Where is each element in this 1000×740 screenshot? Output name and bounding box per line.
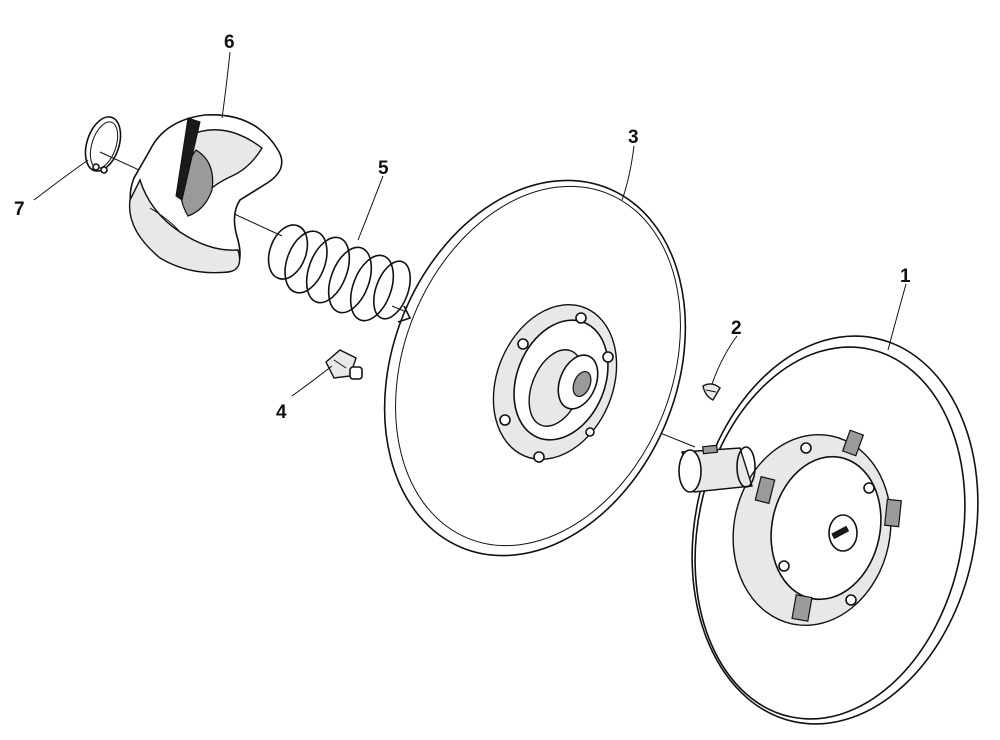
fixed-sheave-part-1	[678, 335, 979, 725]
leader-line-7	[33, 159, 89, 201]
label-part-2: 2	[731, 318, 742, 339]
label-part-1: 1	[900, 266, 911, 287]
label-part-6: 6	[224, 32, 235, 53]
label-part-5: 5	[378, 158, 389, 179]
label-part-3: 3	[628, 127, 639, 148]
leader-line-5	[357, 175, 384, 241]
button-part-4	[325, 349, 363, 380]
label-part-4: 4	[276, 402, 287, 423]
movable-sheave-part-3	[383, 179, 687, 557]
label-part-7: 7	[14, 199, 25, 220]
leader-line-1	[887, 283, 907, 351]
part-labels: 1 2 3 4 5 6 7	[14, 32, 911, 423]
leader-line-4	[291, 365, 333, 397]
leader-line-6	[221, 51, 231, 119]
spider-cam-part-6	[128, 114, 283, 274]
key-part-2	[702, 383, 721, 401]
leader-line-3	[621, 145, 635, 201]
leader-line-2	[711, 335, 738, 385]
leader-lines	[33, 51, 907, 397]
spring-part-5	[267, 224, 412, 323]
snap-ring-part-7	[84, 116, 122, 174]
